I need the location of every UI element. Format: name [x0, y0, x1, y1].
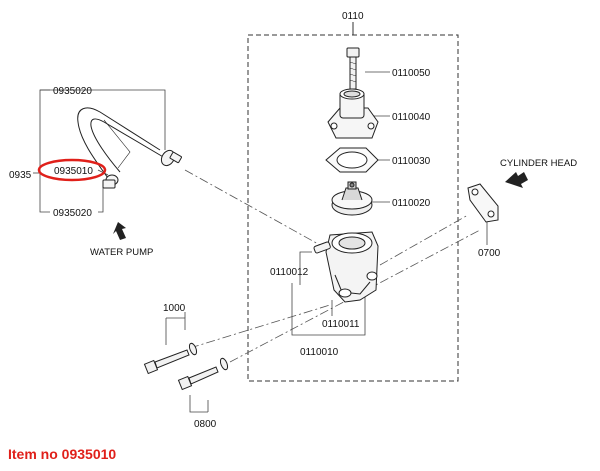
thermostat-housing-0110011 — [313, 231, 379, 303]
leader-lines — [33, 71, 488, 413]
thermostat-0110020 — [331, 181, 373, 216]
label-water-pump: WATER PUMP — [90, 247, 153, 258]
bolt-0800 — [177, 357, 229, 391]
label-0110050: 0110050 — [392, 68, 431, 79]
gasket-0110030 — [325, 147, 379, 173]
water-pump-direction-arrow — [113, 222, 126, 240]
hose-clamp-top — [160, 149, 182, 167]
label-0700: 0700 — [478, 248, 501, 259]
label-0110020: 0110020 — [392, 198, 431, 209]
label-0110: 0110 — [342, 11, 364, 22]
label-0935010: 0935010 — [54, 166, 93, 177]
label-0935: 0935 — [9, 170, 32, 181]
water-outlet-0110040 — [327, 88, 379, 139]
bolt-1000 — [143, 342, 198, 375]
label-0110010: 0110010 — [300, 347, 339, 358]
label-0935020-top: 0935020 — [53, 86, 92, 97]
label-1000: 1000 — [163, 303, 186, 314]
coolant-hose — [77, 107, 166, 179]
label-cylinder-head: CYLINDER HEAD — [500, 158, 577, 169]
label-0935020-bottom: 0935020 — [53, 208, 92, 219]
label-0110012: 0110012 — [270, 267, 309, 278]
cylinder-head-direction-arrow — [505, 172, 528, 188]
label-0110040: 0110040 — [392, 112, 431, 123]
gasket-0700 — [467, 183, 499, 223]
label-0110030: 0110030 — [392, 156, 431, 167]
bolt-0110050 — [346, 47, 360, 90]
label-0110011: 0110011 — [322, 319, 360, 330]
label-0800: 0800 — [194, 419, 217, 430]
hose-clamp-bottom — [102, 174, 119, 189]
highlight-ellipse — [37, 158, 107, 182]
item-caption: Item no 0935010 — [8, 446, 117, 462]
